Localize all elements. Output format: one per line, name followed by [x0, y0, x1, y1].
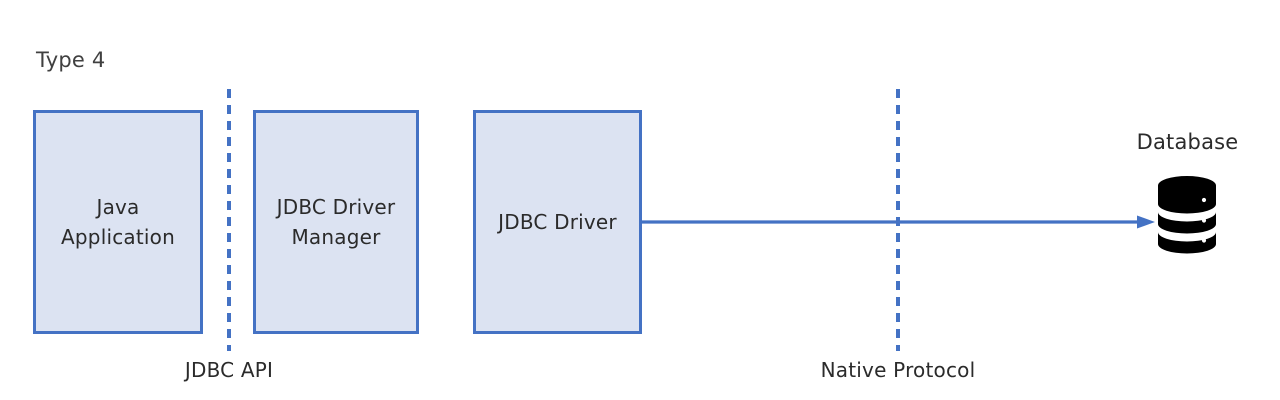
node-jdbc-driver[interactable]: JDBC Driver [473, 110, 642, 334]
node-jdbc-driver-label: JDBC Driver [498, 210, 617, 234]
node-java-application-label: Java Application [61, 195, 175, 249]
node-java-application[interactable]: Java Application [33, 110, 203, 334]
page-title: Type 4 [36, 48, 106, 72]
arrowhead-icon [1137, 215, 1155, 229]
node-database-label: Database [1136, 130, 1239, 154]
boundary-line-jdbc-api [227, 89, 231, 351]
connector-arrow-jdbc-driver-to-database [641, 215, 1155, 229]
node-jdbc-driver-manager-label: JDBC Driver Manager [276, 195, 396, 249]
boundary-line-native-protocol [896, 89, 900, 351]
boundary-label-jdbc-api: JDBC API [184, 358, 274, 382]
node-database[interactable]: Database [1110, 128, 1265, 268]
boundary-label-native-protocol: Native Protocol [820, 358, 976, 382]
database-cylinder-icon [1158, 176, 1216, 254]
node-jdbc-driver-manager[interactable]: JDBC Driver Manager [253, 110, 419, 334]
